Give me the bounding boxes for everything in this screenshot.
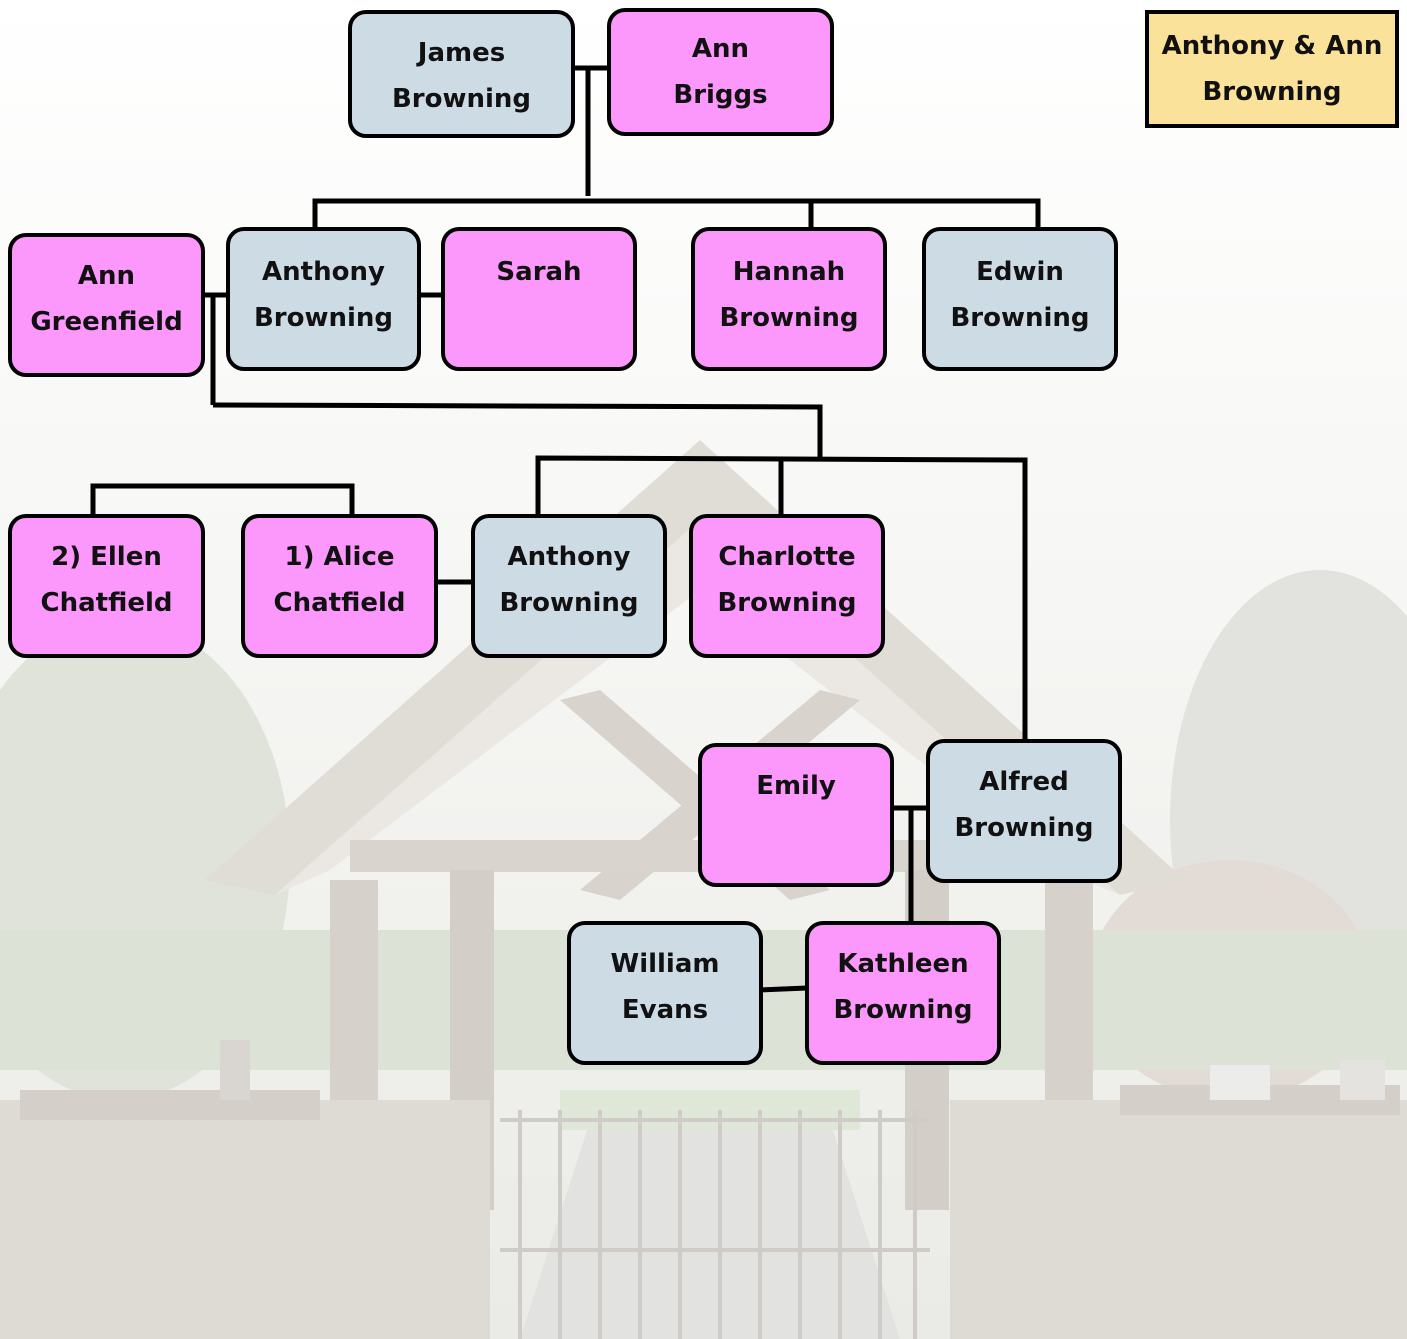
- person-name-line-1: Edwin: [976, 257, 1064, 287]
- person-sarah: Sarah: [441, 227, 637, 371]
- person-name-line-2: Greenfield: [30, 307, 183, 337]
- person-name-line-2: Chatfield: [273, 588, 406, 618]
- person-name-line-1: Alfred: [979, 767, 1069, 797]
- person-hannah-browning: Hannah Browning: [691, 227, 887, 371]
- person-name-line-2: Chatfield: [40, 588, 173, 618]
- person-name-line-2: Browning: [717, 588, 857, 618]
- person-ellen-chatfield: 2) Ellen Chatfield: [8, 514, 205, 658]
- person-charlotte-browning: Charlotte Browning: [689, 514, 885, 658]
- person-ann-greenfield: Ann Greenfield: [8, 233, 205, 377]
- person-ann-briggs: Ann Briggs: [607, 8, 834, 136]
- person-alice-chatfield: 1) Alice Chatfield: [241, 514, 438, 658]
- person-name-line-1: Kathleen: [837, 949, 969, 979]
- person-name-line-1: Emily: [756, 771, 836, 801]
- person-name-line-2: Briggs: [673, 80, 768, 110]
- person-name-line-1: Anthony: [507, 542, 631, 572]
- person-name-line-2: Browning: [391, 84, 532, 114]
- person-name-line-1: Ann: [691, 34, 750, 64]
- person-name-line-1: Anthony: [262, 257, 385, 287]
- person-name-line-1: Charlotte: [718, 542, 856, 572]
- tree-title-line-1: Anthony & Ann: [1161, 31, 1383, 61]
- person-name-line-1: Ann: [77, 261, 136, 291]
- person-name-line-2: Browning: [950, 303, 1090, 333]
- person-alfred-browning: Alfred Browning: [926, 739, 1122, 883]
- tree-title-line-2: Browning: [1202, 77, 1342, 107]
- person-edwin-browning: Edwin Browning: [922, 227, 1118, 371]
- person-name-line-2: Browning: [833, 995, 973, 1025]
- person-name-line-2: Browning: [253, 303, 394, 333]
- person-name-line-1: Sarah: [496, 257, 582, 287]
- person-name-line-2: Browning: [719, 303, 859, 333]
- person-emily: Emily: [698, 743, 894, 887]
- person-james-browning: James Browning: [348, 10, 575, 138]
- person-name-line-1: 1) Alice: [284, 542, 395, 572]
- person-name-line-1: Hannah: [732, 257, 846, 287]
- person-william-evans: William Evans: [567, 921, 763, 1065]
- person-name-line-1: James: [417, 38, 506, 68]
- person-name-line-2: Browning: [499, 588, 639, 618]
- person-name-line-2: Evans: [621, 995, 709, 1025]
- person-anthony-browning-senior: Anthony Browning: [226, 227, 421, 371]
- person-anthony-browning-junior: Anthony Browning: [471, 514, 667, 658]
- tree-title-box: Anthony & Ann Browning: [1145, 10, 1399, 128]
- person-name-line-2: Browning: [954, 813, 1094, 843]
- person-kathleen-browning: Kathleen Browning: [805, 921, 1001, 1065]
- person-name-line-1: William: [610, 949, 720, 979]
- person-name-line-1: 2) Ellen: [51, 542, 162, 572]
